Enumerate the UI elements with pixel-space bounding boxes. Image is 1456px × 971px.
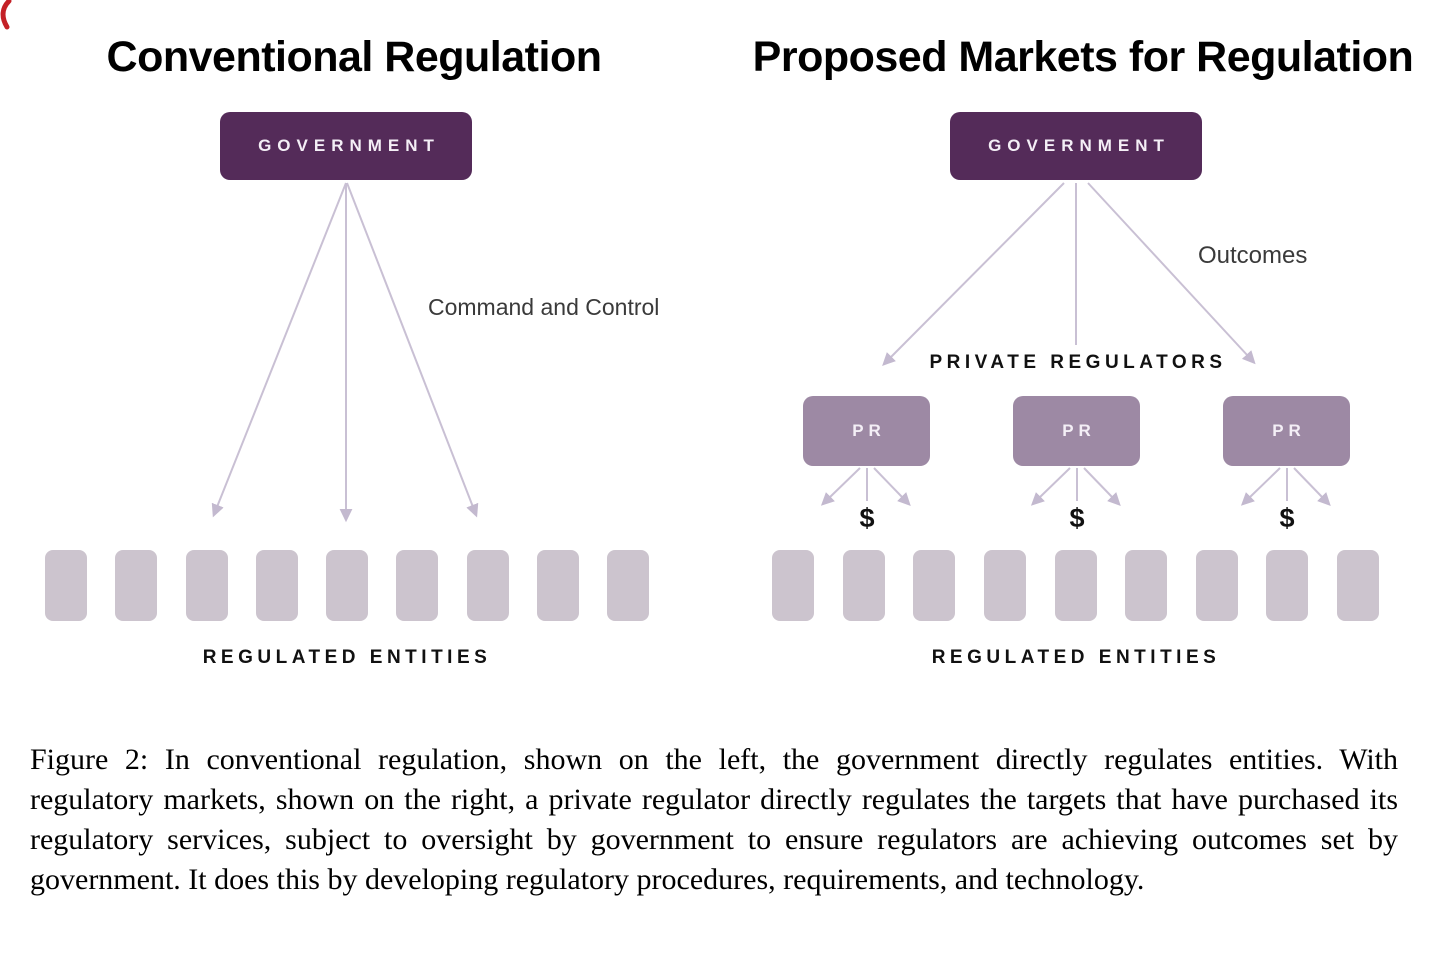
- right-panel-title: Proposed Markets for Regulation: [752, 33, 1414, 81]
- government-label: GOVERNMENT: [988, 136, 1170, 155]
- entity-box: [45, 550, 87, 621]
- private-regulators-label: PRIVATE REGULATORS: [929, 352, 1227, 373]
- regulated-entities-label-right: REGULATED ENTITIES: [931, 647, 1221, 668]
- entity-box: [1195, 550, 1238, 621]
- dollar-label: $: [1069, 503, 1085, 533]
- regulated-entities-row-right: [772, 550, 1379, 621]
- entity-box: [983, 550, 1026, 621]
- entity-box: [842, 550, 885, 621]
- entity-box: [772, 550, 814, 621]
- pr-box-3: PR: [1223, 396, 1350, 466]
- entity-box: [607, 550, 649, 621]
- entity-box: [1054, 550, 1097, 621]
- entity-box: [1337, 550, 1379, 621]
- regulated-entities-row-left: [45, 550, 649, 621]
- pr-label: PR: [852, 421, 886, 440]
- dollar-label: $: [859, 503, 875, 533]
- figure-caption: Figure 2: In conventional regulation, sh…: [30, 743, 1398, 896]
- entity-box: [326, 550, 368, 621]
- dollar-label: $: [1279, 503, 1295, 533]
- command-and-control-label: Command and Control: [428, 294, 660, 320]
- red-pen-artifact: [0, 0, 12, 30]
- entity-box: [466, 550, 509, 621]
- entity-box: [396, 550, 439, 621]
- entity-box: [1125, 550, 1168, 621]
- pr-label: PR: [1272, 421, 1306, 440]
- entity-box: [536, 550, 579, 621]
- pr-box-2: PR: [1013, 396, 1140, 466]
- entity-box: [255, 550, 298, 621]
- entity-box: [1266, 550, 1309, 621]
- government-box-left: GOVERNMENT: [220, 112, 472, 180]
- regulated-entities-label-left: REGULATED ENTITIES: [202, 647, 492, 668]
- arrows-graphic: [211, 182, 1331, 523]
- pr-box-1: PR: [803, 396, 930, 466]
- entity-box: [115, 550, 158, 621]
- entity-box: [913, 550, 956, 621]
- left-panel-title: Conventional Regulation: [106, 33, 602, 81]
- pr-label: PR: [1062, 421, 1096, 440]
- entity-box: [185, 550, 228, 621]
- government-label: GOVERNMENT: [258, 136, 440, 155]
- outcomes-label: Outcomes: [1198, 242, 1308, 269]
- government-box-right: GOVERNMENT: [950, 112, 1202, 180]
